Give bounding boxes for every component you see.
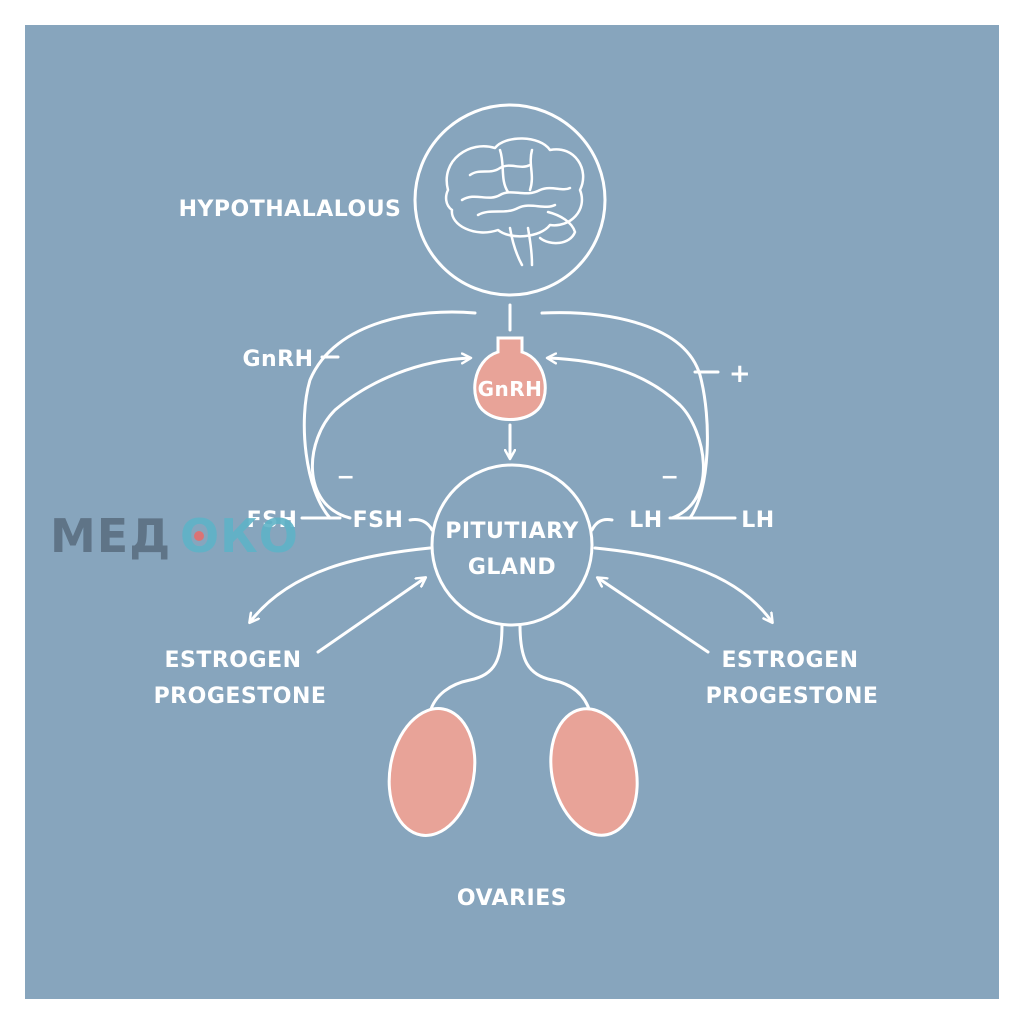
- right-estrogen-label: ESTROGEN: [721, 648, 858, 673]
- pituitary-circle: [430, 463, 594, 627]
- left-to-pituitary-arrow: [316, 578, 425, 654]
- gnrh-bulb-label: GnRH: [478, 377, 543, 401]
- pituitary-to-right-arrow: [593, 546, 772, 622]
- minus-left-label: −: [337, 465, 356, 490]
- fsh-outer-label: FSH: [247, 508, 298, 533]
- left-progesterone-label: PROGESTONE: [154, 684, 327, 709]
- watermark-logo: МЕД ОКО: [50, 509, 298, 563]
- hypothalamus-circle: [413, 103, 607, 297]
- pituitary-label-line1: PITUTIARY: [445, 519, 579, 544]
- hypothalamus-label: HYPOTHALALOUS: [179, 197, 402, 222]
- lh-hook: [590, 518, 614, 532]
- pituitary-label-line2: GLAND: [468, 555, 556, 580]
- ovaries-label: OVARIES: [457, 886, 567, 911]
- watermark-dot: [194, 531, 204, 541]
- left-estrogen-label: ESTROGEN: [164, 648, 301, 673]
- fsh-inner-label: FSH: [353, 508, 404, 533]
- left-outer-loop: [302, 310, 477, 520]
- plus-label: +: [729, 359, 751, 389]
- brain-icon: [444, 137, 585, 267]
- right-ovary: [549, 707, 639, 837]
- lh-outer-label: LH: [741, 508, 774, 533]
- fsh-hook: [408, 518, 434, 532]
- diagram-background: [25, 25, 999, 999]
- watermark-text-part1: МЕД: [50, 509, 171, 563]
- gnrh-left-label: GnRH: [242, 347, 313, 372]
- left-ovary-duct: [428, 623, 504, 714]
- minus-right-label: −: [661, 465, 680, 490]
- left-ovary: [387, 707, 477, 837]
- lh-inner-label: LH: [629, 508, 662, 533]
- left-inner-feedback-arrow: [310, 358, 470, 520]
- gnrh-bulb: [473, 336, 547, 421]
- right-to-pituitary-arrow: [598, 578, 710, 654]
- right-progesterone-label: PROGESTONE: [706, 684, 879, 709]
- right-inner-feedback-arrow: [548, 358, 705, 520]
- pituitary-to-left-arrow: [250, 546, 432, 622]
- right-ovary-duct: [518, 623, 592, 714]
